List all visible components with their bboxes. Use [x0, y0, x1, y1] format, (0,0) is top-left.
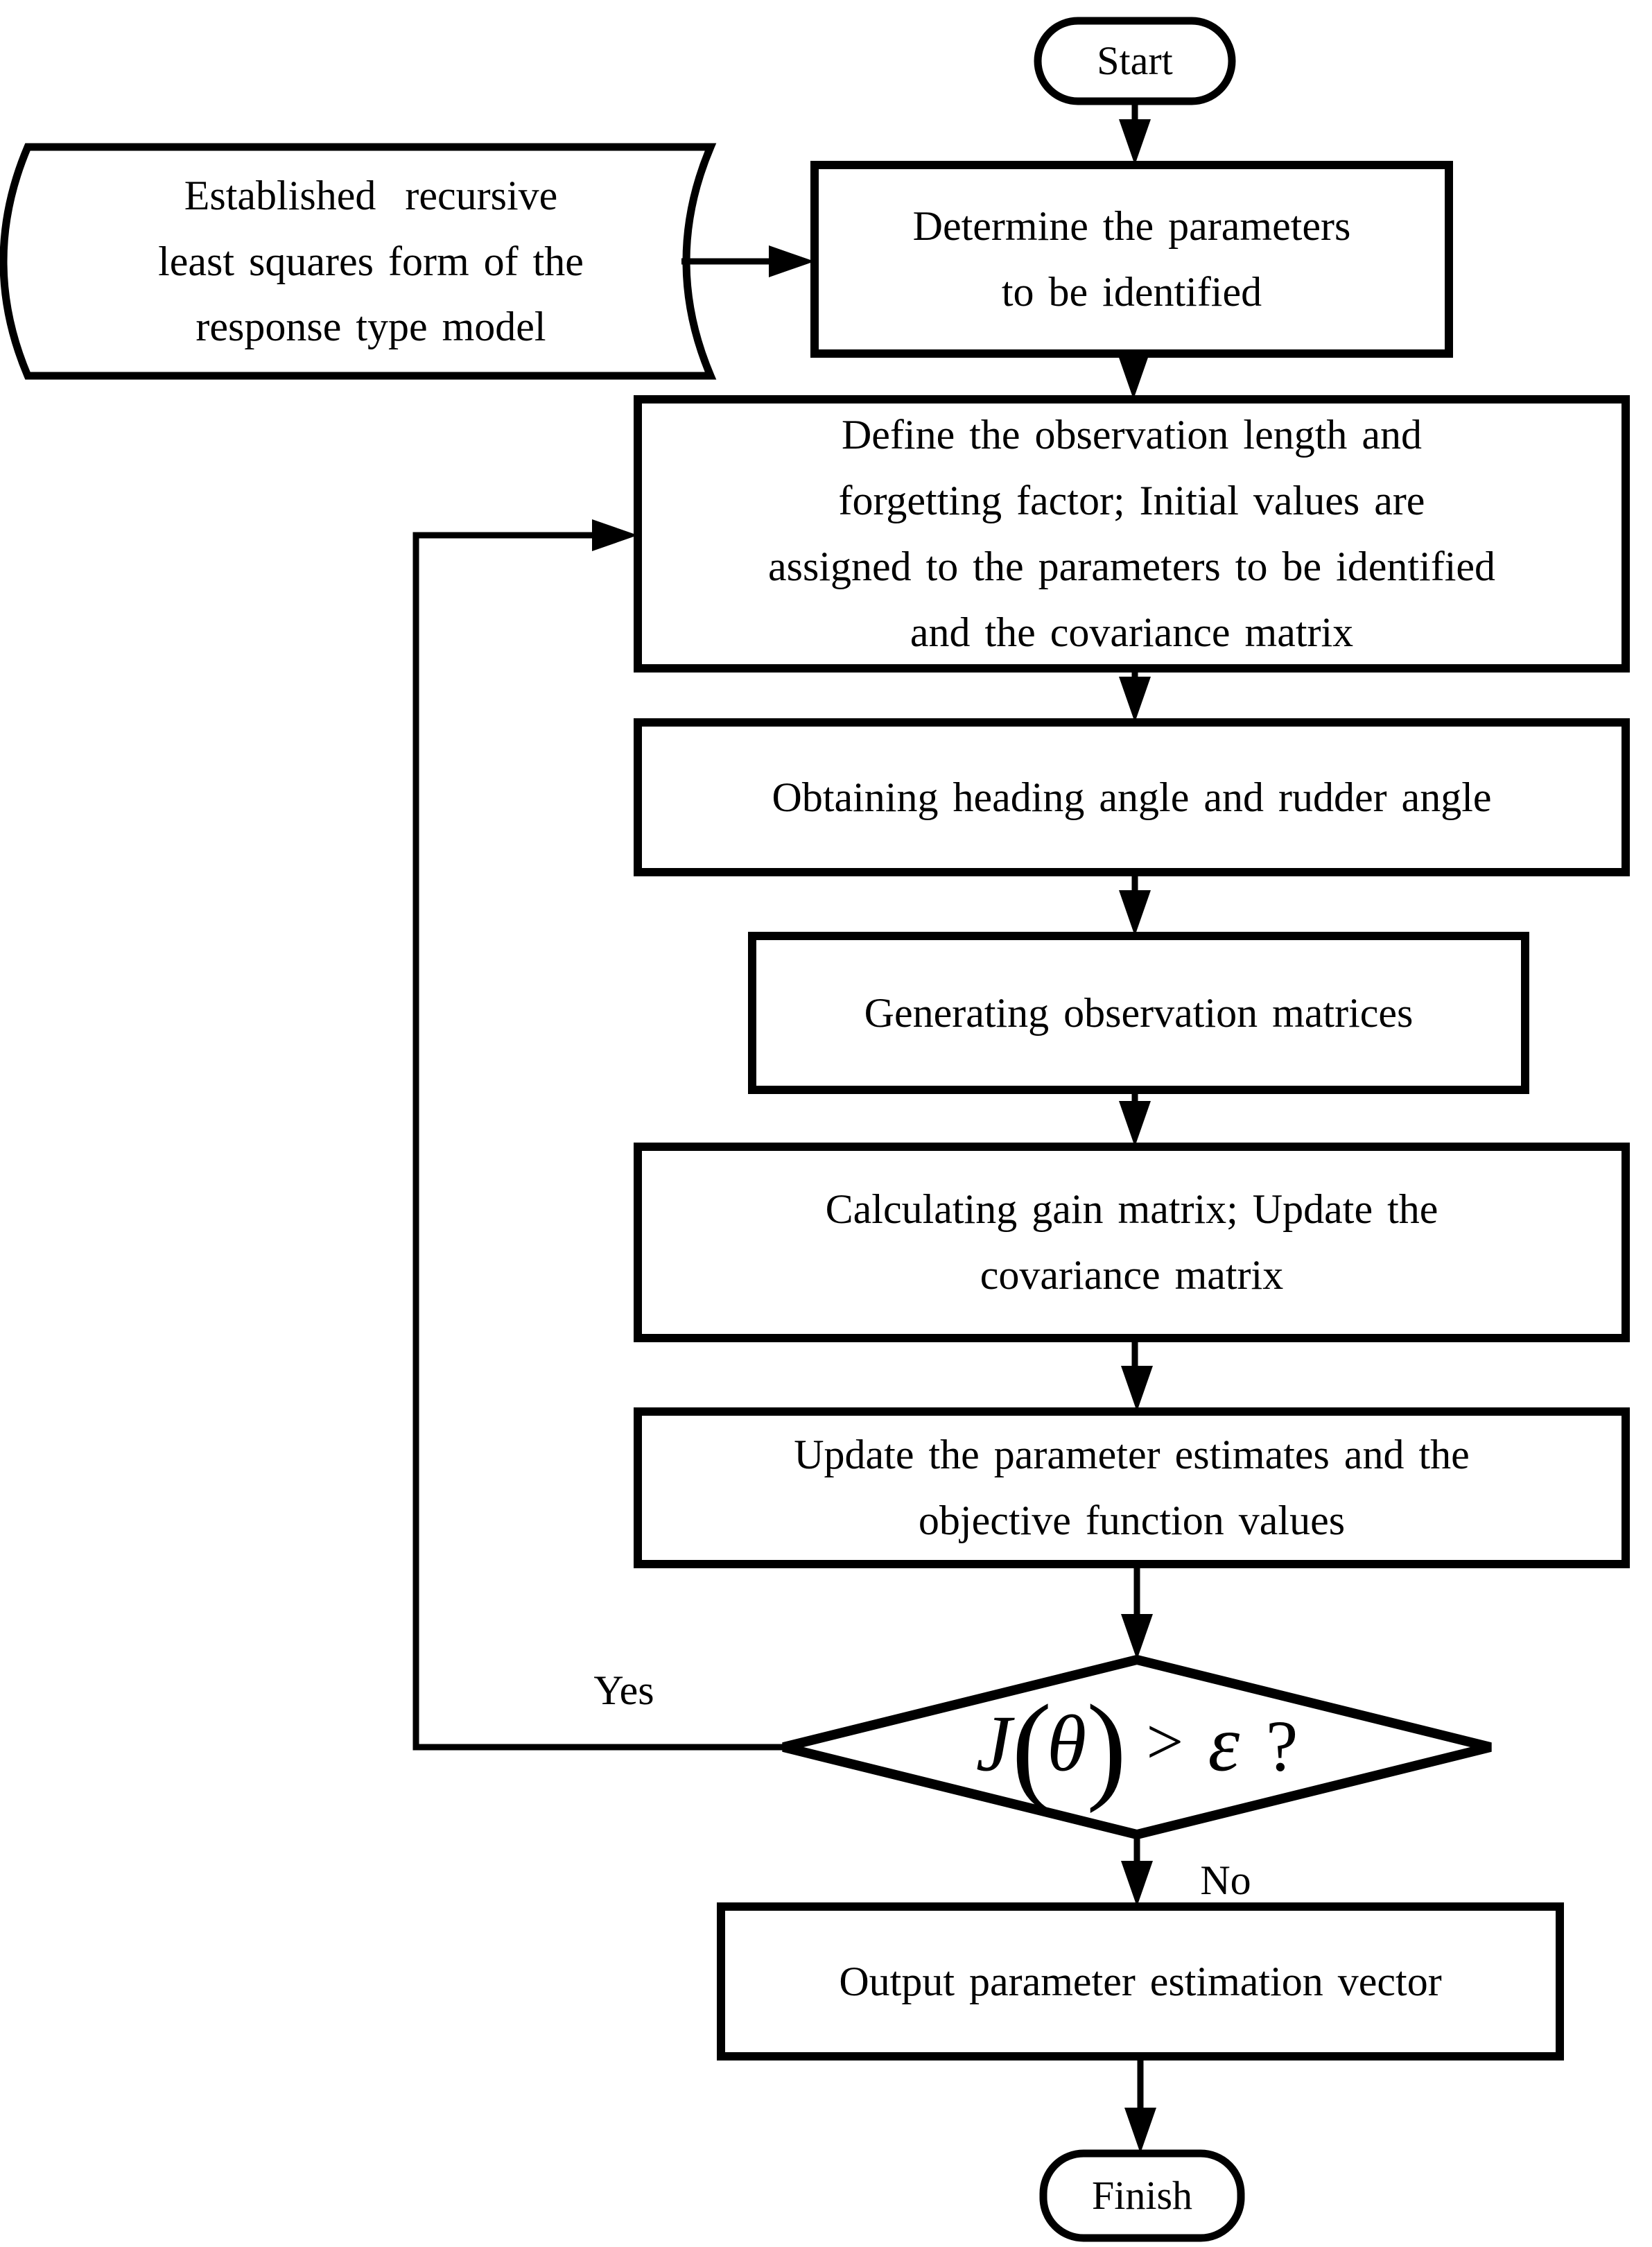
determine-line: to be identified — [1001, 269, 1262, 315]
stored-data-shape — [0, 143, 717, 380]
define-line: and the covariance matrix — [910, 609, 1354, 655]
arrowhead-update-to-decision — [1121, 1614, 1153, 1660]
output-box-label: Output parameter estimation vector — [721, 1907, 1560, 2056]
arrowhead-yes-feedback — [592, 519, 638, 551]
arrowhead-decision-to-output — [1121, 1861, 1153, 1907]
yes-branch-label: Yes — [593, 1667, 654, 1713]
determine-box-label: Determine the parameters to be identifie… — [815, 165, 1449, 354]
arrowhead-start-to-determine — [1119, 119, 1151, 165]
no-branch-label: No — [1200, 1857, 1251, 1903]
arrowhead-calculating-to-update — [1121, 1366, 1153, 1412]
decision-formula-text: J(θ) > ε ? — [975, 1680, 1298, 1814]
determine-line: Determine the parameters — [912, 203, 1351, 250]
define-line: Define the observation length and — [841, 412, 1423, 458]
obtaining-box-label: Obtaining heading angle and rudder angle — [638, 722, 1626, 872]
generating-line: Generating observation matrices — [864, 989, 1414, 1036]
define-box-shape — [634, 395, 1630, 673]
arrowhead-define-to-obtaining — [1119, 677, 1151, 722]
calculating-box-label: Calculating gain matrix; Update the cova… — [638, 1147, 1626, 1338]
define-box-label: Define the observation length and forget… — [638, 399, 1626, 668]
output-box-shape — [717, 1902, 1564, 2061]
decision-diamond-shape — [782, 1654, 1492, 1840]
arrowhead-generating-to-calculating — [1119, 1101, 1151, 1147]
generating-box-shape — [748, 932, 1529, 1094]
update-box-label: Update the parameter estimates and the o… — [638, 1412, 1626, 1564]
update-box-shape — [634, 1407, 1630, 1568]
arrowhead-output-to-finish — [1124, 2108, 1156, 2153]
input-model-line: least squares form of the — [158, 238, 584, 284]
calculating-line: covariance matrix — [980, 1252, 1284, 1298]
define-line: assigned to the parameters to be identif… — [768, 544, 1495, 589]
input-model-label: Established recursive least squares form… — [49, 147, 693, 376]
define-line: forgetting factor; Initial values are — [838, 478, 1425, 524]
calculating-line: Calculating gain matrix; Update the — [825, 1186, 1438, 1233]
arrowhead-obtaining-to-generating — [1119, 890, 1151, 936]
decision-formula: J(θ) > ε ? — [783, 1660, 1490, 1834]
update-line: Update the parameter estimates and the — [794, 1432, 1470, 1478]
start-terminator-label: Start — [1097, 38, 1173, 84]
output-line: Output parameter estimation vector — [839, 1958, 1442, 2004]
arrowhead-determine-to-define — [1118, 354, 1149, 399]
obtaining-line: Obtaining heading angle and rudder angle — [772, 774, 1492, 820]
yes-feedback-line — [412, 532, 783, 1751]
generating-box-label: Generating observation matrices — [752, 936, 1525, 1090]
finish-terminator-label: Finish — [1091, 2173, 1193, 2219]
finish-terminator-shape — [1039, 2149, 1245, 2242]
input-model-line: response type model — [195, 304, 546, 350]
input-model-line: Established recursive — [184, 172, 558, 218]
arrowhead-input-to-determine — [769, 245, 815, 277]
update-line: objective function values — [918, 1498, 1346, 1543]
